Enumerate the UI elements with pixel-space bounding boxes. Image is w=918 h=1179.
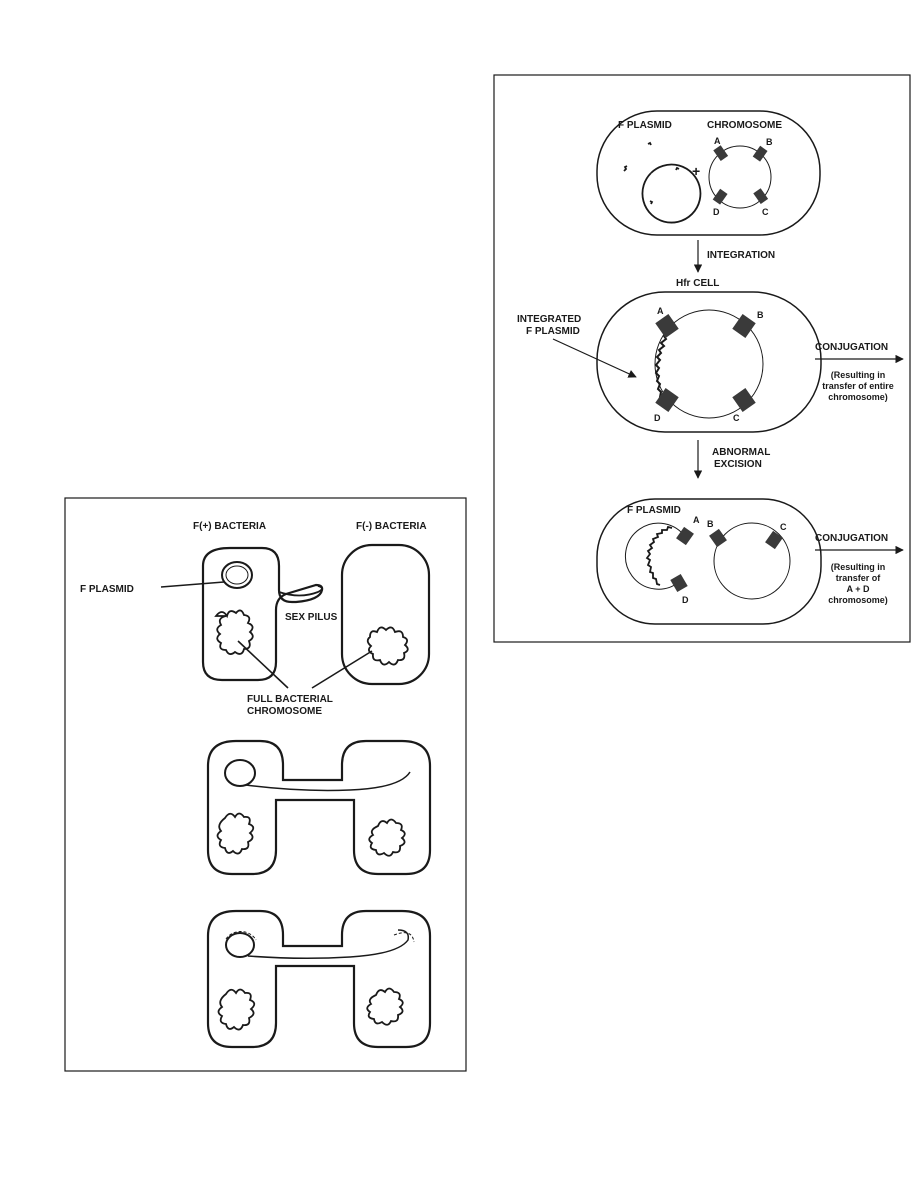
stage3-cell-outline (596, 498, 822, 625)
stage2-gene-d: D (654, 413, 661, 423)
stage2-gene-block-b (732, 314, 756, 338)
row3-f-plasmid-new-strand (225, 931, 257, 941)
stage1-gene-block-c (753, 188, 769, 205)
hfr-cell-label: Hfr CELL (676, 278, 719, 289)
stage2-conjugation-label: CONJUGATION (815, 342, 888, 353)
stage3-result-line2: transfer of (836, 573, 882, 583)
row3-mating-pair (206, 909, 432, 1049)
stage3-cell: F PLASMID A D B C (596, 498, 822, 625)
stage2-gene-b: B (757, 310, 764, 320)
f-plasmid-pointer (160, 581, 225, 588)
chromosome-pointer-right (311, 650, 373, 689)
stage2-gene-block-a (655, 314, 679, 338)
sex-pilus (278, 585, 323, 597)
row2-transferring-strand (245, 771, 411, 792)
stage2-result-line1: (Resulting in (831, 370, 886, 380)
stage1-f-plasmid-ring (623, 141, 702, 224)
f-plus-plasmid-inner (225, 565, 249, 585)
stage1-gene-a: A (714, 136, 721, 146)
excision-label-line1: ABNORMAL (712, 447, 770, 458)
row3-chromosome-left (217, 988, 256, 1031)
f-plasmid-label: F PLASMID (80, 584, 134, 595)
stage2-cell: A B C D (596, 291, 822, 433)
stage2-result-line2: transfer of entire (822, 381, 894, 391)
chromosome-label-line2: CHROMOSOME (247, 706, 322, 717)
stage2-chromosome-ring (654, 309, 764, 419)
row3-transferring-strand (247, 929, 410, 960)
stage3-conjugation-label: CONJUGATION (815, 533, 888, 544)
f-minus-chromosome (366, 626, 409, 666)
stage1-cell: F PLASMID CHROMOSOME + A B C D (596, 110, 821, 236)
row1-bacteria (201, 543, 431, 686)
excision-label-line2: EXCISION (714, 459, 762, 470)
stage1-f-plasmid-label: F PLASMID (618, 120, 672, 131)
integration-label: INTEGRATION (707, 250, 775, 261)
stage3-result-line3: A + D (847, 584, 870, 594)
stage3-result-line4: chromosome) (828, 595, 888, 605)
stage1-gene-c: C (762, 207, 769, 217)
stage1-chromosome-ring (708, 145, 772, 209)
stage3-excised-f-plasmid-wavy (645, 525, 673, 586)
stage3-excised-f-plasmid (624, 522, 687, 590)
stage3-gene-block-c (765, 530, 783, 550)
row3-received-strand (393, 932, 415, 943)
chromosome-pointer-left (237, 640, 289, 689)
row2-f-plasmid (224, 759, 256, 787)
stage2-result-line3: chromosome) (828, 392, 888, 402)
stage2-gene-c: C (733, 413, 740, 423)
stage3-gene-block-b (709, 528, 727, 548)
stage3-gene-block-d (670, 573, 688, 593)
stage3-f-plasmid-label: F PLASMID (627, 505, 681, 516)
stage3-gene-block-a (676, 526, 694, 546)
stage1-chromosome-label: CHROMOSOME (707, 120, 782, 131)
stage3-gene-a: A (693, 515, 700, 525)
f-minus-label: F(-) BACTERIA (356, 521, 427, 532)
f-plus-plasmid (221, 561, 253, 589)
stage1-cell-outline (596, 110, 821, 236)
sex-pilus-label: SEX PILUS (285, 612, 338, 623)
chromosome-label-line1: FULL BACTERIAL (247, 694, 333, 705)
hfr-panel-frame (493, 74, 911, 643)
conjugation-panel-frame (64, 497, 467, 1072)
stage1-gene-block-a (713, 145, 729, 162)
stage1-gene-block-d (712, 188, 728, 205)
row2-chromosome-right (368, 818, 406, 857)
stage3-gene-c: C (780, 522, 787, 532)
integrated-pointer-arrow (552, 338, 637, 378)
row2-bacteria (206, 739, 432, 876)
row3-bacteria (206, 909, 432, 1049)
row3-f-plasmid (225, 932, 255, 958)
f-plus-label: F(+) BACTERIA (193, 521, 266, 532)
conjugation-panel: F(+) BACTERIA F(-) BACTERIA F PLASMID SE… (64, 497, 467, 1072)
f-plus-chromosome (214, 609, 254, 655)
hfr-panel: F PLASMID CHROMOSOME + A B C D INTEGRATI… (493, 74, 911, 643)
stage2-gene-block-c (732, 388, 756, 412)
stage3-gene-b: B (707, 519, 714, 529)
stage1-gene-d: D (713, 207, 720, 217)
stage3-remaining-chromosome (713, 522, 791, 600)
integrated-label-line2: F PLASMID (526, 326, 580, 337)
row2-chromosome-left (216, 812, 255, 855)
stage2-gene-a: A (657, 306, 664, 316)
stage2-gene-block-d (655, 388, 679, 412)
stage1-gene-b: B (766, 137, 773, 147)
f-minus-cell (340, 543, 431, 686)
stage1-gene-block-b (752, 145, 768, 162)
plus-sign: + (692, 163, 700, 179)
stage3-result-line1: (Resulting in (831, 562, 886, 572)
integrated-label-line1: INTEGRATED (517, 314, 581, 325)
stage3-gene-d: D (682, 595, 689, 605)
row2-mating-pair (206, 739, 432, 876)
stage2-cell-outline (596, 291, 822, 433)
f-plus-cell (201, 546, 324, 682)
row3-chromosome-right (366, 987, 404, 1026)
